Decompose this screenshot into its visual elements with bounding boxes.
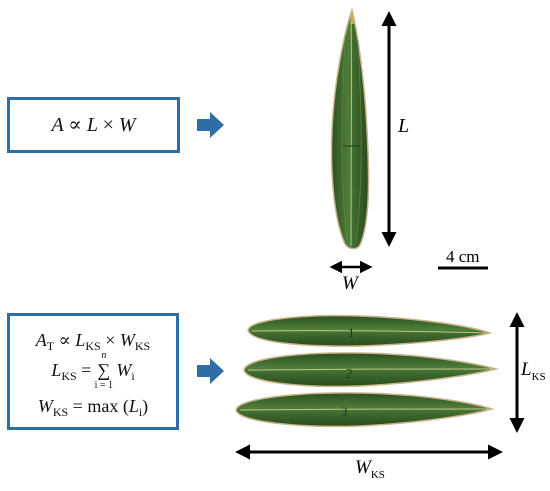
formula-box-top: A ∝ L × W: [7, 97, 180, 153]
scale-label: 4 cm: [446, 247, 480, 266]
ks-length-label: LKS: [520, 359, 546, 383]
leaf-2: 2: [243, 352, 499, 388]
leaf-mark-1: 1: [348, 325, 355, 340]
width-label: W: [342, 273, 360, 294]
ks-width-label: WKS: [355, 457, 385, 481]
length-label: L: [397, 115, 409, 137]
leaf-3: 3: [235, 392, 495, 428]
formula-length-line: LKS = n ∑ i = 1 Wi: [51, 350, 135, 391]
formula-box-bottom: AT ∝ LKS × WKS LKS = n ∑ i = 1 Wi WKS = …: [7, 313, 179, 430]
leaf-stack: 1 2 3: [235, 314, 499, 428]
leaf-1: 1: [247, 314, 493, 347]
blue-arrow-top: [197, 112, 224, 138]
formula-width-line: WKS = max (Li): [37, 396, 149, 419]
blue-arrow-bottom: [197, 358, 224, 384]
single-leaf: [330, 7, 370, 250]
formula-area-line: AT ∝ LKS × WKS: [35, 330, 151, 353]
leaf-mark-3: 3: [341, 404, 348, 419]
summation-symbol: n ∑ i = 1: [94, 350, 114, 391]
leaf-mark-2: 2: [345, 367, 352, 382]
formula-top: A ∝ L × W: [51, 114, 136, 136]
